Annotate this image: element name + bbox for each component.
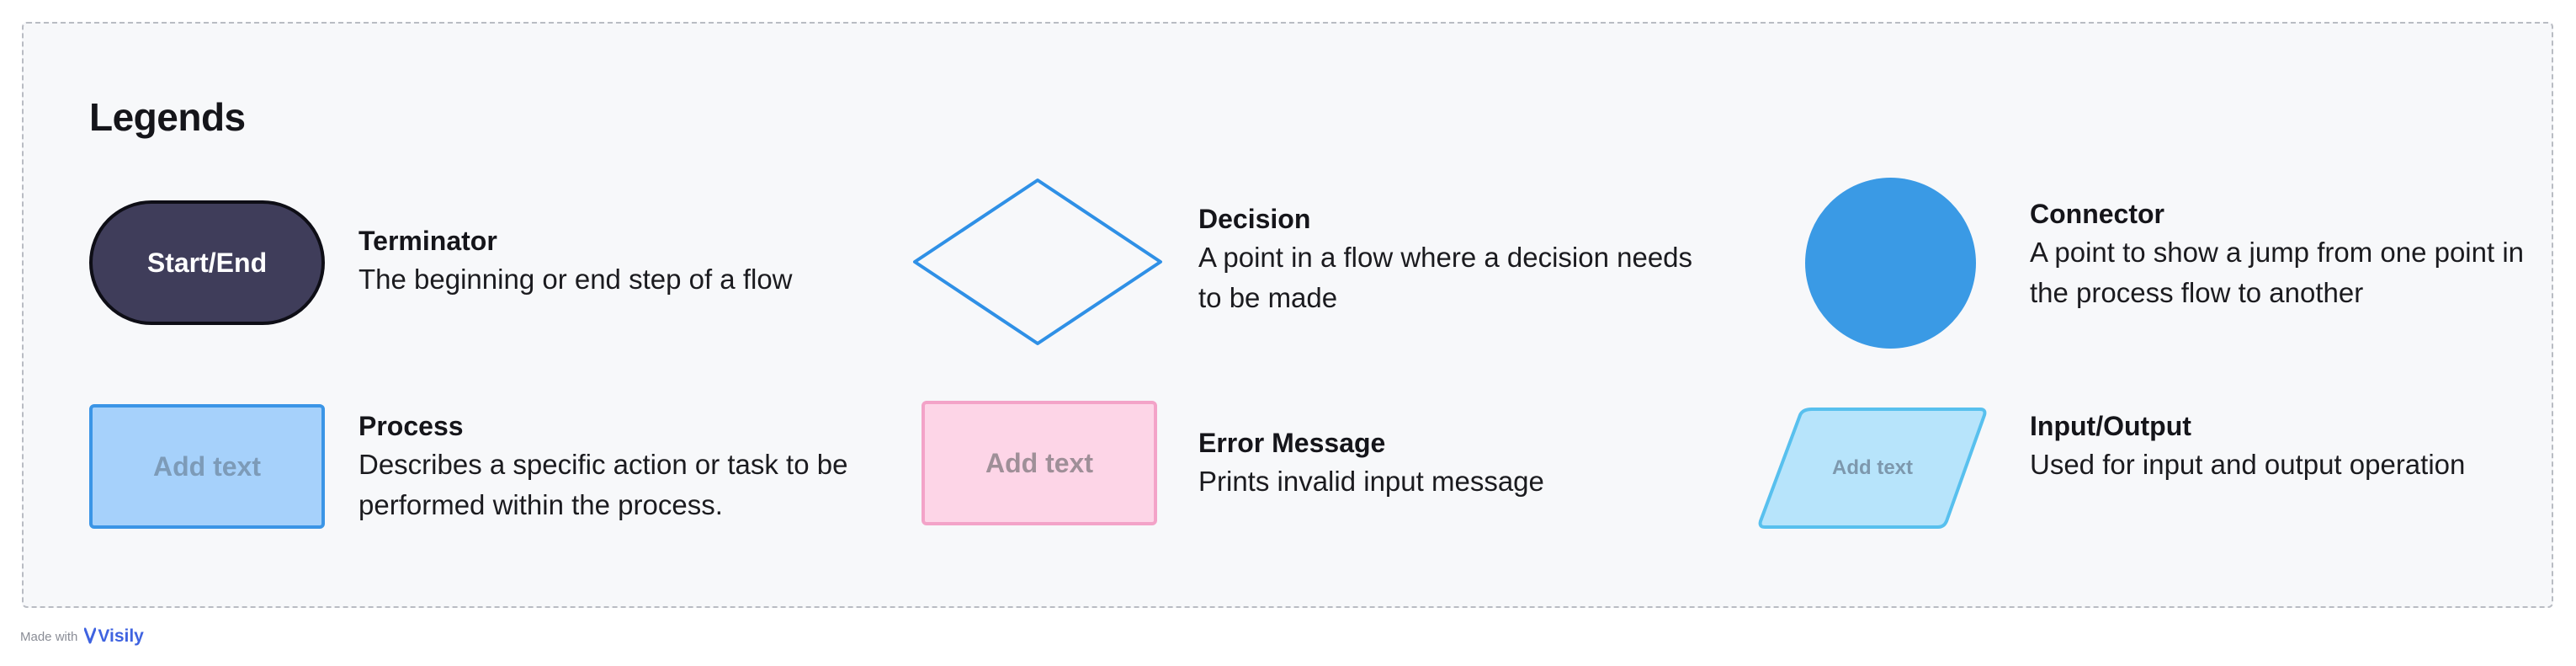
decision-title: Decision: [1198, 204, 1311, 234]
visily-logo: Visily: [84, 626, 144, 647]
input-output-shape[interactable]: Add text: [1756, 407, 1989, 530]
input-output-shape-label: Add text: [1832, 456, 1913, 479]
terminator-shape-label: Start/End: [146, 247, 268, 278]
input-output-title: Input/Output: [2030, 411, 2191, 441]
connector-legend-entry: Connector A point to show a jump from on…: [2030, 195, 2552, 313]
input-output-legend-entry: Input/Output Used for input and output o…: [2030, 408, 2552, 485]
error-message-description: Prints invalid input message: [1198, 466, 1544, 497]
process-legend-entry: Process Describes a specific action or t…: [359, 408, 897, 525]
error-message-shape[interactable]: Add text: [922, 401, 1157, 525]
error-message-legend-entry: Error Message Prints invalid input messa…: [1198, 424, 1703, 502]
input-output-parallelogram: [1758, 408, 1987, 529]
terminator-title: Terminator: [359, 226, 497, 256]
connector-title: Connector: [2030, 199, 2164, 229]
visily-mark-icon: [84, 627, 97, 644]
terminator-shape[interactable]: Start/End: [89, 200, 325, 325]
process-shape[interactable]: Add text: [89, 404, 325, 529]
legend-title: Legends: [89, 95, 246, 139]
made-with-text: Made with: [20, 629, 78, 644]
connector-description: A point to show a jump from one point in…: [2030, 237, 2525, 308]
connector-shape[interactable]: [1805, 178, 1976, 349]
process-shape-label: Add text: [153, 450, 261, 482]
error-message-title: Error Message: [1198, 428, 1386, 458]
made-with-visily-badge[interactable]: Made with Visily: [20, 626, 144, 647]
decision-description: A point in a flow where a decision needs…: [1198, 242, 1693, 313]
decision-diamond: [913, 178, 1162, 345]
terminator-description: The beginning or end step of a flow: [359, 264, 793, 295]
legend-panel: [22, 22, 2553, 608]
terminator-legend-entry: Terminator The beginning or end step of …: [359, 222, 914, 300]
decision-shape[interactable]: [911, 177, 1164, 347]
visily-brand-name: Visily: [98, 626, 144, 646]
decision-legend-entry: Decision A point in a flow where a decis…: [1198, 200, 1703, 318]
input-output-description: Used for input and output operation: [2030, 449, 2466, 480]
error-message-shape-label: Add text: [985, 447, 1093, 478]
process-description: Describes a specific action or task to b…: [359, 449, 848, 520]
process-title: Process: [359, 411, 464, 441]
